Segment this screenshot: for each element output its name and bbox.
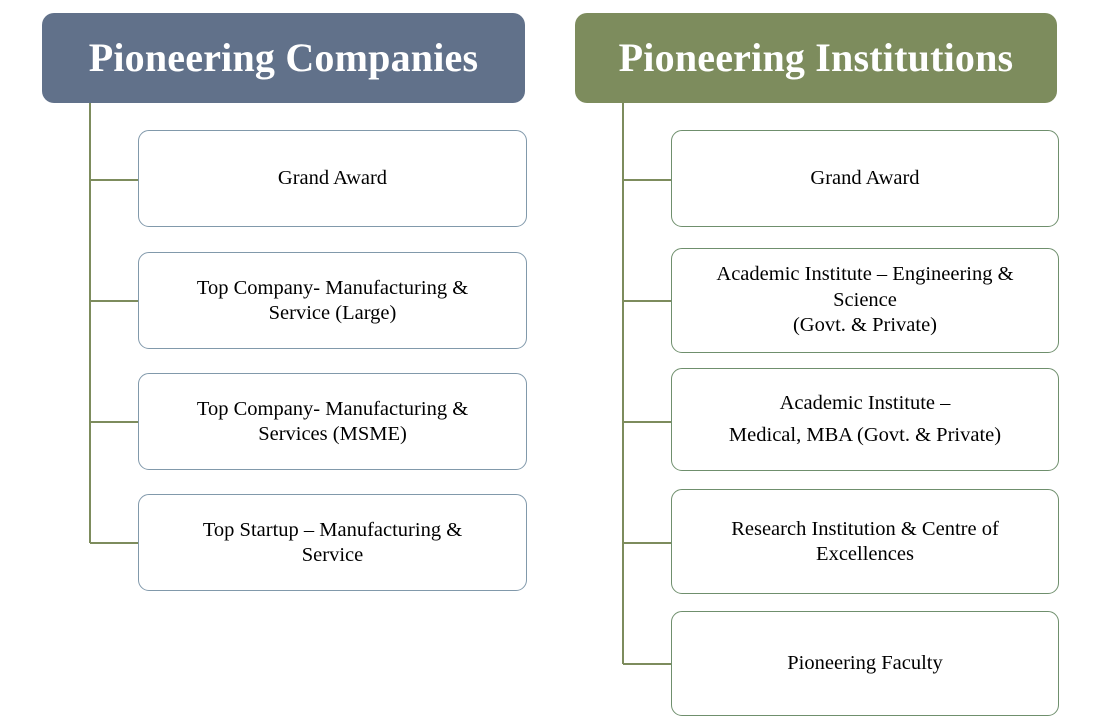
node-companies-grand-award[interactable]: Grand Award bbox=[138, 130, 527, 227]
node-companies-top-company-msme[interactable]: Top Company- Manufacturing & Services (M… bbox=[138, 373, 527, 470]
node-institutions-grand-award[interactable]: Grand Award bbox=[671, 130, 1059, 227]
node-label-line-2: Service (Large) bbox=[268, 301, 397, 324]
node-label-line-2: Medical, MBA (Govt. & Private) bbox=[728, 423, 1002, 446]
node-label-line-1: Academic Institute – bbox=[779, 391, 951, 414]
node-label: Grand Award bbox=[810, 167, 920, 190]
node-label: Pioneering Faculty bbox=[787, 652, 943, 675]
node-label-line-2: Science bbox=[833, 288, 897, 311]
node-institutions-pioneering-faculty[interactable]: Pioneering Faculty bbox=[671, 611, 1059, 716]
node-institutions-research-institution[interactable]: Research Institution & Centre of Excelle… bbox=[671, 489, 1059, 594]
node-companies-top-startup[interactable]: Top Startup – Manufacturing & Service bbox=[138, 494, 527, 591]
node-label-line-1: Top Startup – Manufacturing & bbox=[202, 519, 463, 542]
node-label-line-1: Academic Institute – Engineering & bbox=[716, 263, 1014, 286]
node-companies-top-company-large[interactable]: Top Company- Manufacturing & Service (La… bbox=[138, 252, 527, 349]
node-label-line-2: Service bbox=[301, 543, 364, 566]
node-label-line-1: Top Company- Manufacturing & bbox=[196, 398, 469, 421]
node-label-line-1: Top Company- Manufacturing & bbox=[196, 277, 469, 300]
node-label: Grand Award bbox=[277, 167, 388, 190]
header-label: Pioneering Institutions bbox=[618, 35, 1014, 80]
node-label-line-1: Research Institution & Centre of bbox=[731, 518, 999, 541]
node-label-line-2: Services (MSME) bbox=[258, 422, 407, 445]
header-pioneering-institutions[interactable]: Pioneering Institutions bbox=[575, 13, 1057, 103]
header-pioneering-companies[interactable]: Pioneering Companies bbox=[42, 13, 525, 103]
header-label: Pioneering Companies bbox=[88, 35, 479, 80]
node-label-line-2: Excellences bbox=[816, 542, 914, 565]
node-institutions-academic-medical-mba[interactable]: Academic Institute – Medical, MBA (Govt.… bbox=[671, 368, 1059, 471]
node-institutions-academic-engineering[interactable]: Academic Institute – Engineering & Scien… bbox=[671, 248, 1059, 353]
node-label-line-3: (Govt. & Private) bbox=[792, 314, 938, 337]
